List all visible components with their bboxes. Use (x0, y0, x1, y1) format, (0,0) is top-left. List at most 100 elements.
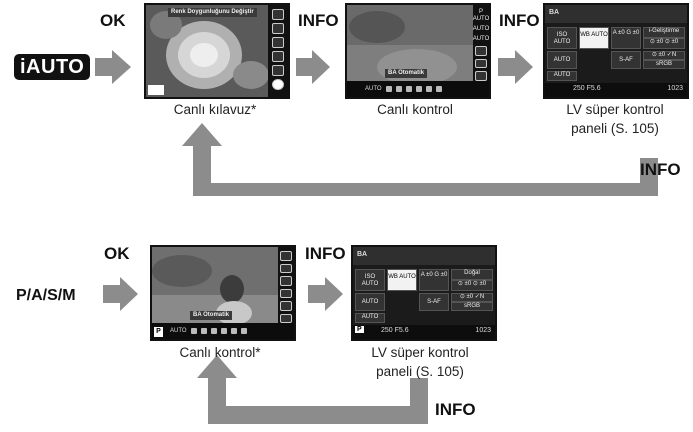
info-label-top-1: INFO (298, 11, 339, 30)
panel-status-bar: P 250 F5.6 1023 (353, 325, 495, 339)
live-control-screen-bottom: BA Otomatik AUTO P (150, 245, 296, 341)
return-info-label-bottom: INFO (435, 400, 476, 419)
live-control-sidebar (278, 247, 294, 323)
af-mode-cell: S-AF (419, 293, 449, 311)
af-mode-cell: S-AF (611, 51, 641, 69)
arrow-right-1 (95, 50, 131, 84)
live-guide-sidebar (268, 5, 288, 97)
picture-mode-cell: i-Geliştirme (643, 27, 685, 38)
wb-option-icon (220, 328, 227, 334)
return-arrow-bottom (197, 355, 428, 424)
live-guide-screen: Renk Doygunluğunu Değiştir (144, 3, 290, 99)
wb-banner: BA Otomatik (385, 69, 428, 78)
sidebar-icon (280, 301, 292, 311)
color-space-cell: sRGB (643, 60, 685, 69)
wb-option-icon (190, 328, 197, 334)
panel-status-bar: 250 F5.6 1023 (545, 83, 687, 97)
guide-info-icon (272, 79, 284, 90)
arrow-right-4 (103, 277, 138, 311)
color-space-cell: sRGB (451, 302, 493, 311)
shot-count: 1023 (475, 327, 491, 334)
wb-option-bar: AUTO (347, 81, 489, 97)
sidebar-icon (475, 58, 487, 69)
pasm-mode-label: P/A/S/M (16, 287, 76, 304)
contrast-cell: ⊙ ±0 ⊙ ±0 (451, 280, 493, 291)
picture-mode-cell: Doğal (451, 269, 493, 280)
wb-option-icon (210, 328, 217, 334)
arrow-right-5 (308, 277, 343, 311)
contrast-cell: ⊙ ±0 ⊙ ±0 (643, 38, 685, 49)
sidebar-icon (280, 313, 292, 323)
return-info-label-top: INFO (640, 160, 681, 179)
guide-option-icon (272, 65, 284, 76)
wb-option-icon (200, 328, 207, 334)
wb-adjust-cell: A ±0 G ±0 (611, 27, 641, 49)
arrow-right-2 (296, 50, 330, 84)
wb-auto-option: AUTO (170, 328, 187, 334)
caption-lv-panel-line1: LV süper kontrol (566, 102, 664, 117)
sidebar-icon (475, 71, 487, 82)
exposure-readout: 250 F5.6 (381, 327, 409, 334)
wb-adjust-cell: A ±0 G ±0 (419, 269, 449, 291)
wb-auto-option: AUTO (365, 86, 382, 92)
wb-cell: WB AUTO (387, 269, 417, 291)
guide-option-icon (272, 51, 284, 62)
return-arrow-top (182, 123, 658, 196)
flower-photo (146, 5, 288, 97)
saturation-cell: ⊙ ±0 ✓N (451, 293, 493, 302)
info-label-top-2: INFO (499, 11, 540, 30)
panel-title: BA (545, 5, 687, 23)
flash-cell: AUTO (355, 293, 385, 311)
sidebar-icon (280, 288, 292, 298)
metering-cell: AUTO (355, 313, 385, 323)
iauto-mode-label: iAUTO (14, 54, 91, 80)
wb-option-icon (240, 328, 247, 334)
mode-indicator: P (154, 327, 163, 337)
sidebar-icon (475, 46, 487, 56)
shot-count: 1023 (667, 85, 683, 92)
guide-option-icon (272, 9, 284, 20)
sidebar-item: AUTO (472, 36, 490, 42)
wb-option-icon (435, 86, 442, 92)
metering-cell: AUTO (547, 71, 577, 81)
guide-option-icon (272, 37, 284, 48)
flash-cell: AUTO (547, 51, 577, 69)
ok-label-top: OK (100, 11, 126, 30)
sidebar-item: Р AUTO (472, 9, 490, 22)
sidebar-icon (280, 263, 292, 273)
live-control-screen-top: BA Otomatik Р AUTO AUTO AUTO AUTO (345, 3, 491, 99)
panel-title: BA (353, 247, 495, 265)
iso-cell: ISO AUTO (547, 27, 577, 49)
caption-live-control: Canlı kontrol (377, 102, 453, 117)
wb-option-icon (385, 86, 392, 92)
sidebar-icon (280, 251, 292, 261)
wb-option-icon (395, 86, 402, 92)
wb-option-bar: AUTO (152, 323, 294, 339)
ok-label-bottom: OK (104, 244, 130, 263)
wb-option-icon (415, 86, 422, 92)
wb-option-icon (425, 86, 432, 92)
wb-banner: BA Otomatik (190, 311, 233, 320)
sidebar-icon (280, 276, 292, 286)
arrow-right-3 (498, 50, 533, 84)
exposure-readout: 250 F5.6 (573, 85, 601, 92)
lv-super-control-panel-bottom: BA ISO AUTO WB AUTO A ±0 G ±0 Doğal ⊙ ±0… (351, 245, 497, 341)
caption-live-guide: Canlı kılavuz* (173, 102, 257, 117)
mode-indicator (148, 85, 164, 95)
wb-option-icon (230, 328, 237, 334)
guide-option-icon (272, 23, 284, 34)
caption-lv-panel-line1-bottom: LV süper kontrol (371, 345, 469, 360)
caption-live-control-bottom: Canlı kontrol* (179, 345, 261, 360)
wb-option-icon (405, 86, 412, 92)
lv-super-control-panel-top: BA ISO AUTO WB AUTO A ±0 G ±0 i-Geliştir… (543, 3, 689, 99)
sidebar-item: AUTO (472, 26, 490, 32)
live-guide-banner: Renk Doygunluğunu Değiştir (168, 8, 257, 17)
caption-lv-panel-line2-bottom: paneli (S. 105) (376, 364, 464, 379)
info-label-bottom: INFO (305, 244, 346, 263)
iso-cell: ISO AUTO (355, 269, 385, 291)
live-control-sidebar: Р AUTO AUTO AUTO (472, 5, 490, 82)
wb-cell: WB AUTO (579, 27, 609, 49)
mode-indicator: P (355, 326, 364, 333)
saturation-cell: ⊙ ±0 ✓N (643, 51, 685, 60)
